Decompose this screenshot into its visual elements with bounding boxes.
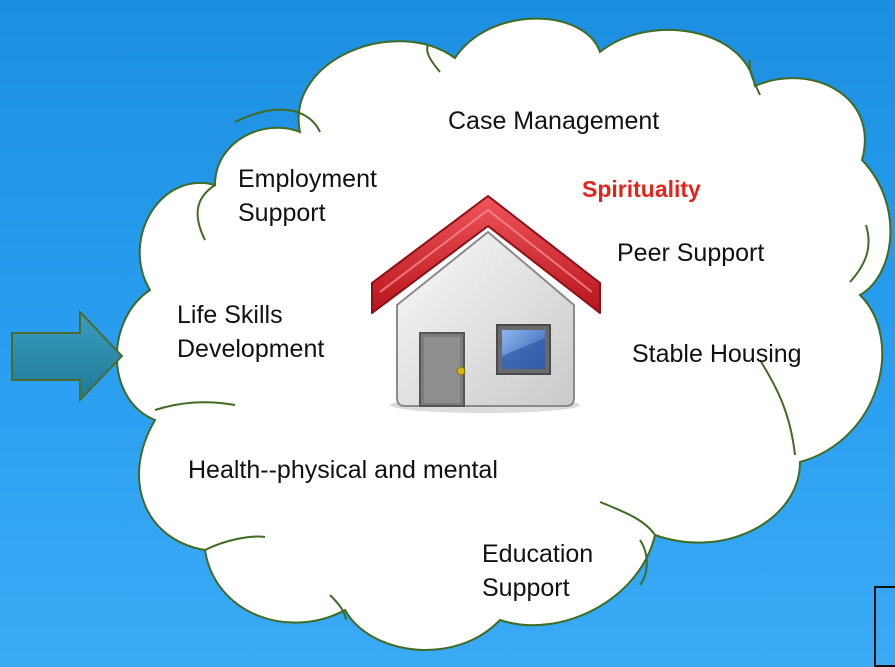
label-life-skills-line2: Development <box>177 334 325 363</box>
label-peer-support: Peer Support <box>617 239 765 267</box>
partial-frame-box <box>874 586 895 667</box>
label-employment-support: Employment Support <box>238 163 377 231</box>
label-employment-line1: Employment <box>238 165 377 193</box>
label-life-skills-line1: Life Skills <box>177 301 283 329</box>
label-education-support: Education Support <box>482 538 593 606</box>
label-health: Health--physical and mental <box>188 456 498 484</box>
label-education-line2: Support <box>482 573 570 602</box>
label-education-line1: Education <box>482 540 594 568</box>
label-employment-line2: Support <box>238 198 326 227</box>
label-case-management: Case Management <box>448 107 660 135</box>
right-arrow-icon <box>11 309 124 403</box>
label-spirituality: Spirituality <box>582 176 701 202</box>
house-icon <box>371 195 601 413</box>
label-life-skills-development: Life Skills Development <box>177 299 324 367</box>
label-stable-housing: Stable Housing <box>632 340 802 368</box>
